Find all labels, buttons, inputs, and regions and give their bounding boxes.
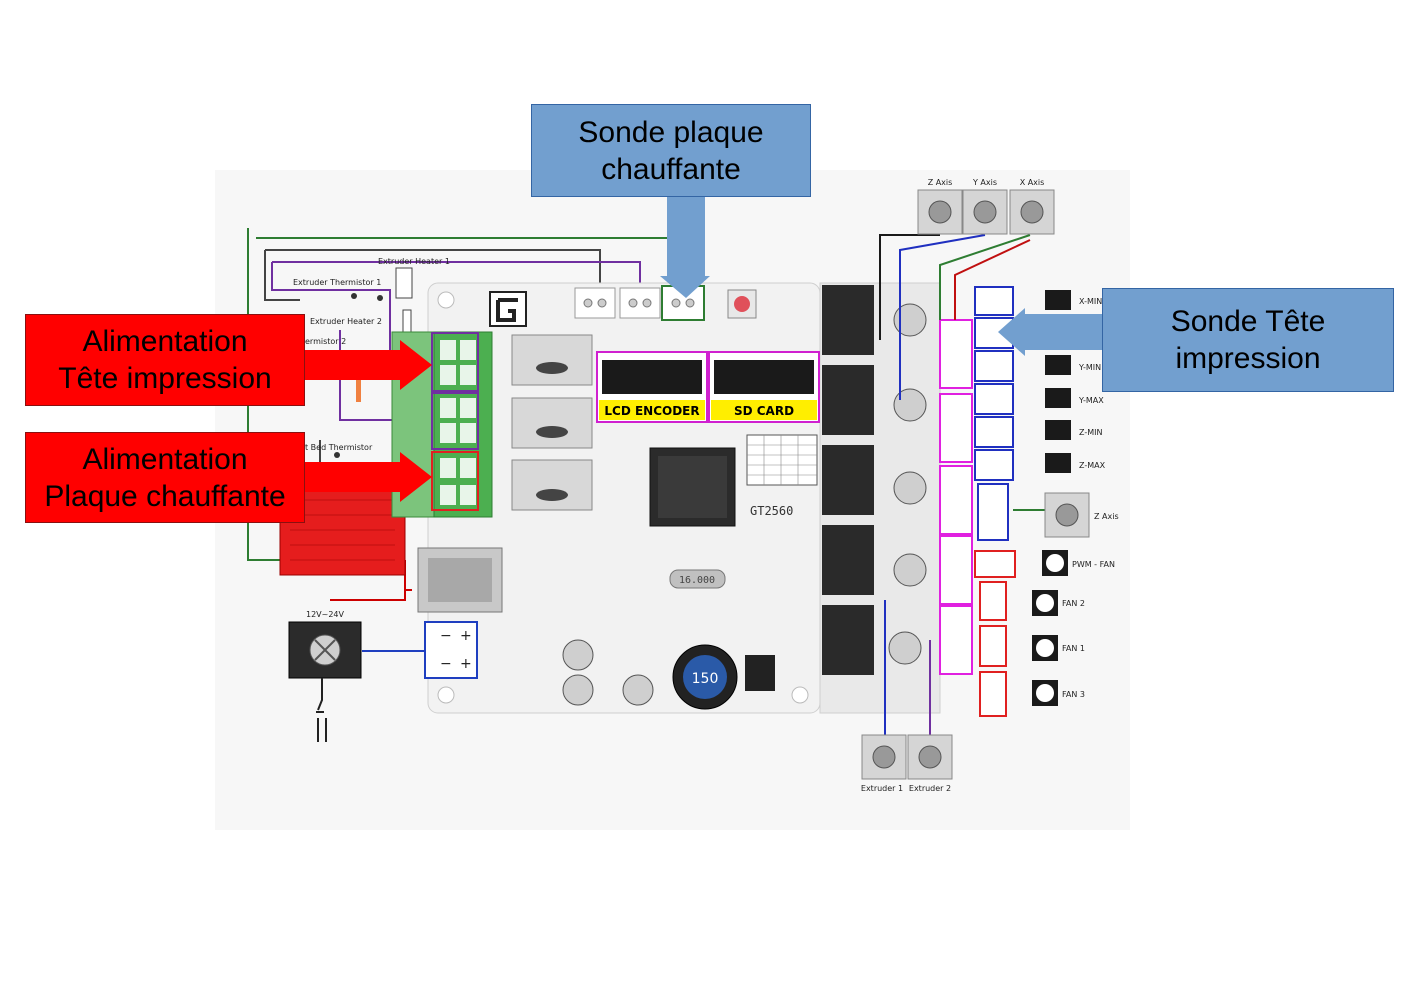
callout-line: Sonde Tête bbox=[1170, 305, 1326, 338]
psu-label: 12V~24V bbox=[306, 610, 345, 619]
callout-alim-tete: Alimentation Tête impression bbox=[25, 314, 305, 406]
capacitor bbox=[622, 674, 654, 706]
display-headers bbox=[596, 351, 820, 423]
fan-connectors bbox=[974, 550, 1016, 717]
motor-label-y-top: Y Axis bbox=[972, 178, 997, 187]
fan-label-3: FAN 3 bbox=[1062, 690, 1085, 699]
capacitor bbox=[562, 639, 594, 671]
endstop-label-y-min: Y-MIN bbox=[1078, 363, 1101, 372]
endstop-label-y-max: Y-MAX bbox=[1078, 396, 1104, 405]
stepper-motor-z-right bbox=[1044, 492, 1090, 538]
microstep-table bbox=[746, 434, 818, 486]
stepper-motor-extruder-2 bbox=[907, 734, 953, 780]
stepper-motor-x-top bbox=[1009, 189, 1055, 235]
svg-text:−: − bbox=[440, 656, 452, 672]
label-extruder-heater-2: Extruder Heater 2 bbox=[310, 317, 382, 326]
callout-line: Alimentation bbox=[82, 442, 248, 476]
svg-text:+: + bbox=[460, 656, 472, 672]
callout-sonde-tete: Sonde Tête impression bbox=[1102, 288, 1394, 392]
crystal-label: 16.000 bbox=[679, 575, 715, 586]
motor-label-extruder-2: Extruder 2 bbox=[909, 784, 951, 793]
label-heat-bed-thermistor: t Bed Thermistor bbox=[305, 443, 373, 452]
thermistor-1-symbol bbox=[351, 293, 357, 299]
endstop-label-z-max: Z-MAX bbox=[1079, 461, 1106, 470]
arrow-alim-plaque bbox=[305, 452, 432, 502]
inductor-label: 150 bbox=[692, 671, 719, 687]
bed-thermistor-symbol bbox=[334, 452, 340, 458]
capacitor bbox=[562, 674, 594, 706]
heater-cartridge-2-symbol bbox=[356, 380, 361, 402]
stepper-motor-extruder-1 bbox=[861, 734, 907, 780]
thermistor-2-symbol bbox=[377, 295, 383, 301]
endstop-connectors bbox=[974, 286, 1014, 541]
endstop-label-z-min: Z-MIN bbox=[1079, 428, 1102, 437]
callout-line: impression bbox=[1175, 342, 1321, 375]
callout-alim-plaque: Alimentation Plaque chauffante bbox=[25, 432, 305, 523]
arrow-sonde-plaque bbox=[660, 196, 710, 298]
fan-label-1: FAN 1 bbox=[1062, 644, 1085, 653]
callout-line: Alimentation bbox=[82, 325, 248, 358]
fan-label-2: FAN 2 bbox=[1062, 599, 1085, 608]
callout-sonde-plaque: Sonde plaque chauffante bbox=[531, 104, 811, 197]
fan-icons bbox=[1032, 550, 1068, 706]
stepper-motor-z-top bbox=[917, 189, 963, 235]
motor-label-x-top: X Axis bbox=[1020, 178, 1045, 187]
callout-line: chauffante bbox=[601, 152, 741, 186]
extruder-heater-1-symbol bbox=[395, 267, 413, 299]
crystal bbox=[669, 569, 726, 589]
callout-line: Plaque chauffante bbox=[44, 479, 286, 513]
motor-connectors bbox=[939, 319, 973, 675]
label-extruder-thermistor-2: ermistor 2 bbox=[305, 337, 346, 346]
label-extruder-heater-1: Extruder Heater 1 bbox=[378, 257, 450, 266]
motor-label-extruder-1: Extruder 1 bbox=[861, 784, 903, 793]
regulator bbox=[745, 655, 775, 691]
stepper-motor-y-top bbox=[962, 189, 1008, 235]
fan-label-pwm: PWM - FAN bbox=[1072, 560, 1115, 569]
reset-button bbox=[727, 289, 757, 319]
lcd-encoder-label: LCD ENCODER bbox=[604, 404, 699, 418]
arrow-sonde-tete bbox=[998, 308, 1105, 356]
motor-label-z-right: Z Axis bbox=[1094, 512, 1119, 521]
endstop-label-x-min: X-MIN bbox=[1079, 297, 1102, 306]
callout-line: Sonde plaque bbox=[578, 115, 764, 149]
motor-label-z-top: Z Axis bbox=[928, 178, 953, 187]
thermistor-connectors bbox=[574, 285, 705, 321]
label-extruder-thermistor-1: Extruder Thermistor 1 bbox=[293, 278, 381, 287]
sd-card-label: SD CARD bbox=[734, 404, 794, 418]
endstop-switches bbox=[1045, 290, 1071, 473]
motor-wiring bbox=[879, 234, 1045, 735]
svg-text:−: − bbox=[440, 628, 452, 644]
mosfets bbox=[511, 334, 593, 511]
arrow-alim-tete bbox=[305, 340, 432, 390]
stepper-drivers bbox=[822, 285, 927, 675]
svg-text:+: + bbox=[460, 628, 472, 644]
board-model-label: GT2560 bbox=[750, 504, 793, 518]
mains-plug bbox=[316, 678, 327, 742]
callout-line: Tête impression bbox=[58, 362, 272, 395]
